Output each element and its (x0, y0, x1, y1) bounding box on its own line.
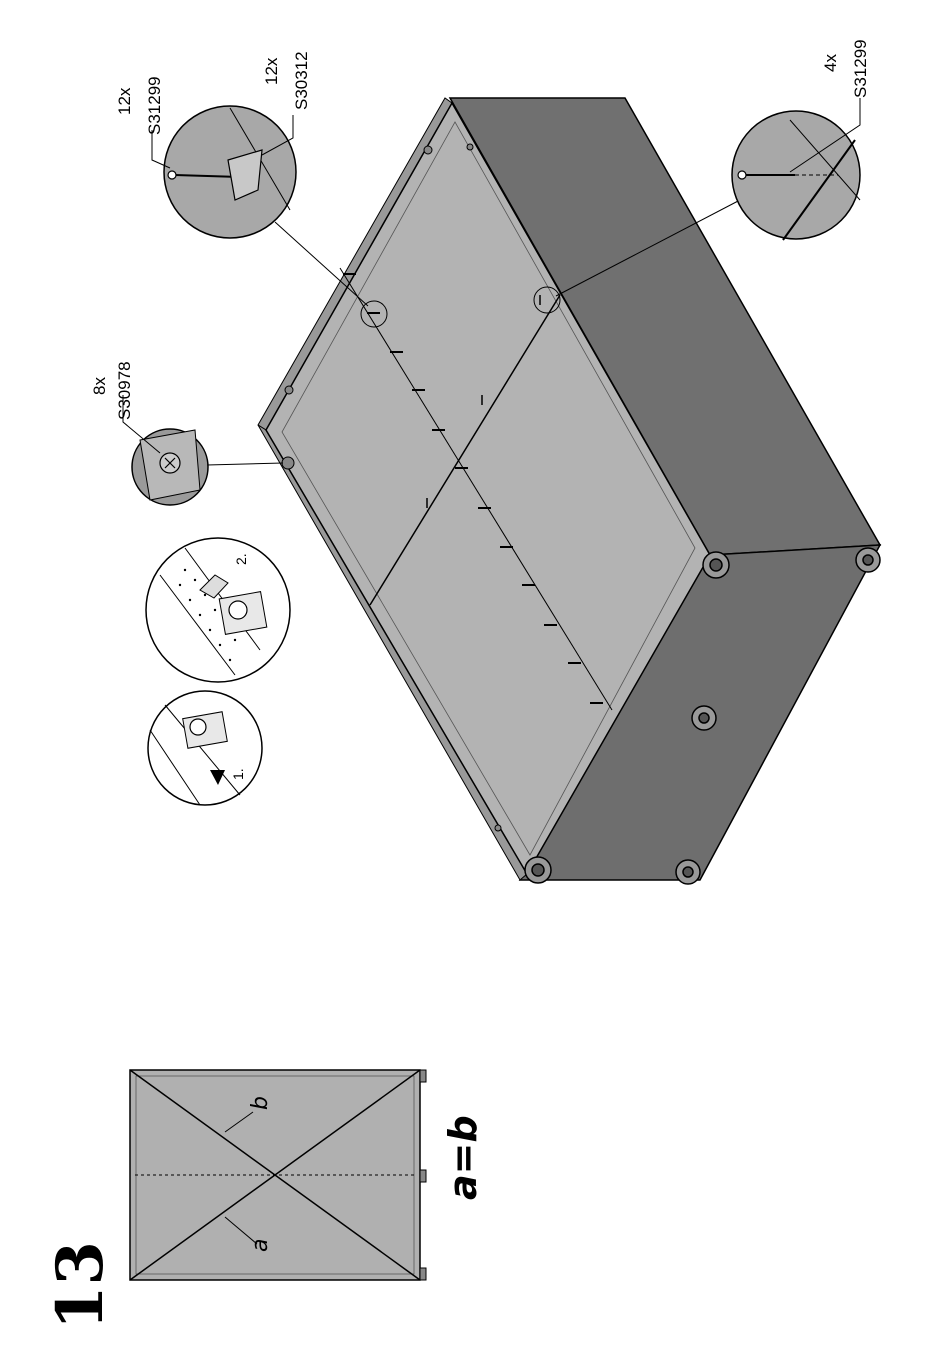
cam-qty: 8x (90, 377, 109, 395)
detail-cam-lock: 8x S30978 (90, 361, 283, 505)
step-1-label: 1. (230, 768, 246, 780)
diagonal-check-diagram: a b a=b (130, 1070, 485, 1280)
nail-long-part: S31299 (145, 76, 164, 135)
short-nail-head-icon (738, 171, 746, 179)
nail-short-part: S31299 (851, 39, 870, 98)
nail-long-qty: 12x (115, 87, 134, 115)
step-number: 13 (43, 1241, 118, 1330)
screw-icon (190, 719, 206, 735)
cam-part: S30978 (115, 361, 134, 420)
detail-step-2: 2. (146, 538, 290, 682)
diagonal-b-label: b (248, 1096, 273, 1110)
detail-step-1: 1. (148, 691, 262, 805)
nail-short-qty: 4x (821, 54, 840, 72)
plan-feet (420, 1070, 426, 1280)
diagonal-a-label: a (248, 1239, 273, 1252)
nail-head-icon (168, 171, 176, 179)
clip-part: S30312 (292, 51, 311, 110)
diagonal-equation: a=b (441, 1115, 485, 1200)
step-2-label: 2. (233, 553, 249, 565)
clip-qty: 12x (262, 57, 281, 85)
screw-icon-2 (229, 601, 247, 619)
detail-nail-clip: 12x S31299 12x S30312 (115, 51, 368, 306)
